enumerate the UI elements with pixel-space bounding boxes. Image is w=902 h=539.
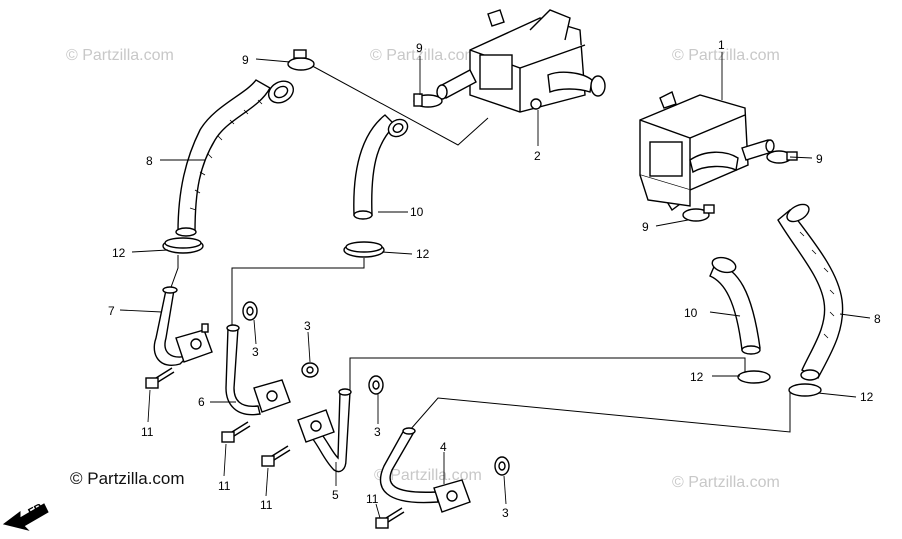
brand-label: © Partzilla.com [70, 469, 185, 488]
callout-9-b: 9 [416, 41, 423, 55]
pipe-5 [297, 388, 352, 473]
route-clamp12-to-pipe7 [169, 255, 179, 291]
callout-3-d: 3 [502, 506, 509, 520]
clamp-12-c [737, 370, 771, 384]
air-suction-valve-1 [639, 91, 775, 212]
clamp-12-d [788, 383, 822, 397]
clamp-9-d [682, 208, 710, 222]
callout-8-b: 8 [874, 312, 881, 326]
hose-8-left [175, 79, 295, 237]
hose-8-right [777, 203, 844, 381]
front-arrow-label: FR. [26, 500, 47, 519]
callout-12-a: 12 [112, 246, 126, 260]
bolt-11-d [375, 517, 389, 529]
callout-5: 5 [332, 488, 339, 502]
route-hose-to-valve [304, 61, 489, 146]
bolt-11-c [261, 455, 275, 467]
front-arrow: FR. [2, 500, 49, 531]
clamp-9-b-tab [413, 93, 423, 107]
callout-11-b: 11 [218, 479, 231, 493]
routing-lines [169, 61, 791, 433]
callout-6: 6 [198, 395, 205, 409]
hose-8-right-hatch [799, 231, 835, 339]
watermark-top-right: © Partzilla.com [672, 47, 780, 64]
hose-10-center [353, 114, 409, 220]
front-arrow-icon [2, 503, 49, 531]
callout-11-d: 11 [366, 492, 379, 506]
clamps-9 [287, 49, 798, 222]
clamp-9-d-tab [703, 204, 715, 214]
bolts-11 [145, 367, 405, 529]
watermarks: © Partzilla.com © Partzilla.com © Partzi… [66, 47, 780, 491]
callout-8-a: 8 [146, 154, 153, 168]
washers-3 [242, 301, 510, 476]
route-clamp12-to-pipe5 [349, 357, 746, 392]
pipe-7 [153, 286, 213, 367]
watermark-bottom-right: © Partzilla.com [672, 474, 780, 491]
callout-2: 2 [534, 149, 541, 163]
watermark-top-left: © Partzilla.com [66, 47, 174, 64]
watermark-top-center: © Partzilla.com [370, 47, 478, 64]
callout-9-a: 9 [242, 53, 249, 67]
pipe-4 [379, 427, 471, 513]
clamps-12 [162, 237, 822, 397]
route-clamp12-to-pipe6 [231, 258, 365, 325]
hose-8-left-hatch [189, 99, 263, 211]
callout-12-d: 12 [860, 390, 874, 404]
callout-7: 7 [108, 304, 115, 318]
callout-9-d: 9 [642, 220, 649, 234]
callout-10-b: 10 [684, 306, 698, 320]
callout-3-b: 3 [304, 319, 311, 333]
callout-4: 4 [440, 440, 447, 454]
leader-lines [119, 52, 871, 519]
hose-10-right [709, 256, 761, 355]
route-clamp12-to-pipe4 [409, 388, 791, 433]
callout-11-a: 11 [141, 425, 154, 439]
callout-1: 1 [718, 38, 725, 52]
callouts: 1 2 9 9 9 9 8 8 10 10 12 12 12 12 7 6 5 … [108, 38, 881, 520]
callout-12-b: 12 [416, 247, 430, 261]
clamp-9-a-tab [293, 49, 307, 59]
callout-3-a: 3 [252, 345, 259, 359]
watermark-bottom-center: © Partzilla.com [374, 467, 482, 484]
callout-3-c: 3 [374, 425, 381, 439]
bolt-11-a [145, 377, 159, 389]
callout-10-a: 10 [410, 205, 424, 219]
clamp-9-c-tab [786, 151, 798, 161]
pipe-6 [225, 324, 291, 416]
air-suction-valve-2 [436, 9, 606, 113]
callout-11-c: 11 [260, 498, 273, 512]
clamp-9-a [287, 57, 315, 71]
callout-9-c: 9 [816, 152, 823, 166]
callout-12-c: 12 [690, 370, 704, 384]
bolt-11-b [221, 431, 235, 443]
